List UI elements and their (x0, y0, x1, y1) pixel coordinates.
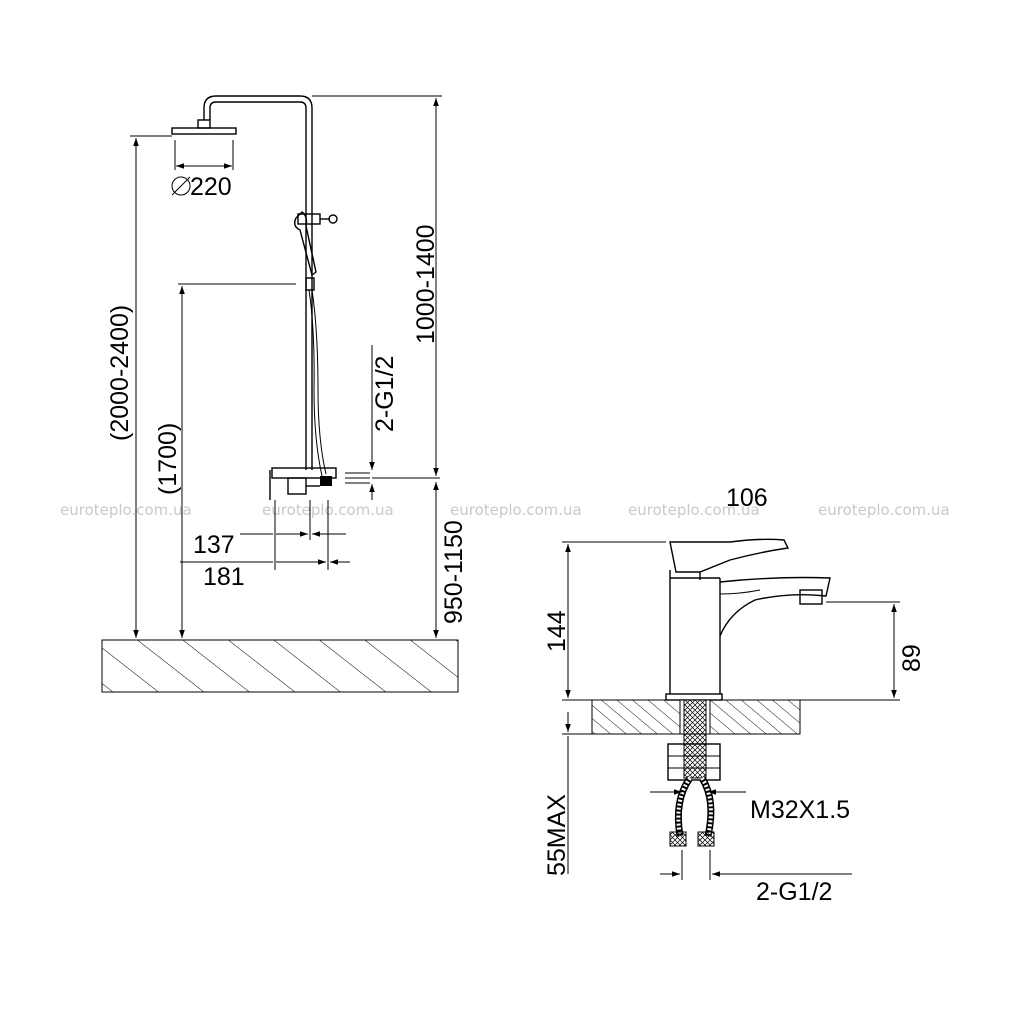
head-diameter-dimension: 220 (171, 140, 234, 201)
spout-reach-label: 106 (726, 484, 768, 512)
shower-mixer (269, 467, 440, 500)
spout-height-dimension: 89 (800, 601, 926, 701)
watermark: euroteplo.com.ua (628, 501, 760, 519)
depth-2-label: 181 (203, 563, 245, 591)
shower-system-view: 220 (101, 95, 468, 693)
mixer-height-label: 950-1150 (440, 520, 468, 624)
floor-slab (101, 639, 459, 693)
watermark-group: euroteplo.com.ua euroteplo.com.ua eurote… (60, 501, 950, 519)
riser-height-label: 1000-1400 (412, 224, 440, 344)
total-height-label: 144 (543, 610, 571, 652)
overall-height-dimension: (2000-2400) (106, 135, 150, 638)
thread-dimension: M32X1.5 (650, 789, 850, 824)
riser-height-dimension: 1000-1400 (312, 95, 442, 476)
spout-reach-dimension: 106 (726, 484, 768, 512)
basin-faucet-view: 106 144 89 55MAX M32X1.5 (543, 484, 926, 906)
spout-height-label: 89 (898, 644, 926, 672)
faucet-body (665, 538, 831, 701)
shower-head (150, 95, 313, 296)
total-height-dimension: 144 (543, 541, 666, 701)
watermark: euroteplo.com.ua (818, 501, 950, 519)
diameter-icon (171, 176, 191, 196)
handshower-height-label: (1700) (154, 423, 182, 495)
shower-inlet-dimension: 2-G1/2 (369, 345, 399, 500)
shower-inlet-label: 2-G1/2 (371, 356, 399, 432)
deck-thickness-dimension: 55MAX (543, 712, 592, 876)
watermark: euroteplo.com.ua (450, 501, 582, 519)
faucet-inlet-label: 2-G1/2 (756, 878, 832, 906)
shower-riser (293, 211, 338, 477)
thread-label: M32X1.5 (750, 796, 850, 824)
handshower-height-dimension: (1700) (154, 283, 296, 638)
mixer-height-dimension: 950-1150 (433, 482, 468, 638)
deck-thickness-label: 55MAX (543, 794, 571, 876)
mounting-fittings (667, 699, 721, 847)
depth-1-label: 137 (193, 531, 235, 559)
head-diameter-label: 220 (190, 173, 232, 201)
watermark: euroteplo.com.ua (60, 501, 192, 519)
overall-height-label: (2000-2400) (106, 305, 134, 441)
mixer-depth-dimensions: 137 181 (180, 500, 350, 591)
faucet-inlet-dimension: 2-G1/2 (660, 850, 852, 906)
